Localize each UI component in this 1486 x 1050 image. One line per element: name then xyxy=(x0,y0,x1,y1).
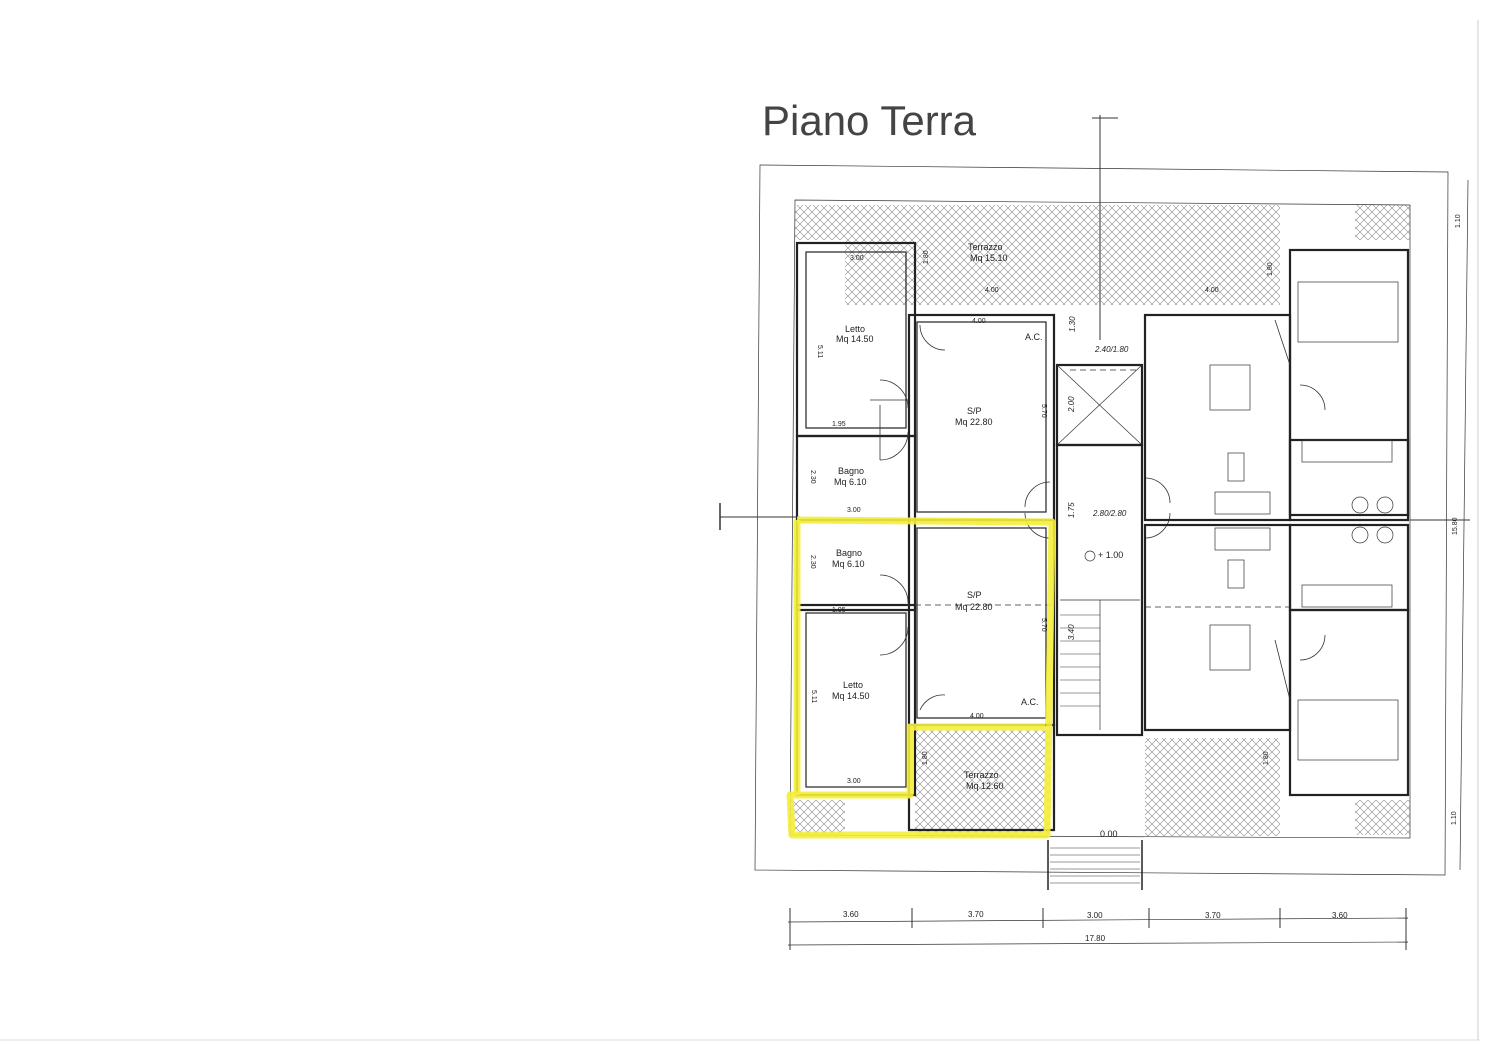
dim-180a: 1.80 xyxy=(923,250,930,264)
bottom-dim-2: 3.70 xyxy=(968,910,984,919)
hand-130: 1.30 xyxy=(1068,316,1077,332)
side-dim-top: 1.10 xyxy=(1455,214,1462,228)
room-sp-bottom-area: Mq 22.80 xyxy=(955,602,993,612)
room-bagno-bottom-name: Bagno xyxy=(836,548,862,558)
room-terrazzo-top-name: Terrazzo xyxy=(968,242,1003,252)
stair-core xyxy=(1047,363,1171,890)
terrace-left-strip xyxy=(795,205,845,240)
hand-240: 2.40/1.80 xyxy=(1094,345,1129,354)
dim-400b: 4.00 xyxy=(985,287,999,294)
room-terrazzo-bottom-area: Mq 12.60 xyxy=(966,781,1004,791)
room-bagno-bottom-area: Mq 6.10 xyxy=(832,559,865,569)
dim-195a: 1.95 xyxy=(832,421,846,428)
terrace-right-strip xyxy=(1355,205,1410,240)
dim-195b: 1.95 xyxy=(832,607,846,614)
terrace-bottom-left-hatch xyxy=(915,730,1050,835)
terrace-bl-strip xyxy=(790,800,845,835)
level-entry: 0.00 xyxy=(1100,829,1118,839)
highlight-unit xyxy=(786,516,1056,839)
hand-200: 2.00 xyxy=(1067,396,1076,413)
room-letto-top-name: Letto xyxy=(845,324,865,334)
right-apartments xyxy=(1143,248,1410,797)
room-letto-bottom-name: Letto xyxy=(843,680,863,690)
lot-boundary xyxy=(754,164,1449,876)
dim-300c: 3.00 xyxy=(847,778,861,785)
terrace-bottom-right-hatch xyxy=(1145,738,1280,836)
room-ac-top: A.C. xyxy=(1025,332,1043,342)
hand-340: 3.40 xyxy=(1067,624,1076,640)
dim-180c: 1.80 xyxy=(922,751,929,765)
room-bagno-top-area: Mq 6.10 xyxy=(834,477,867,487)
bottom-dim-3: 3.00 xyxy=(1087,911,1103,920)
room-letto-bottom-area: Mq 14.50 xyxy=(832,691,870,701)
room-bagno-top-name: Bagno xyxy=(838,466,864,476)
bottom-dim-5: 3.60 xyxy=(1332,911,1348,920)
side-dim-mid: 15.80 xyxy=(1452,517,1459,535)
dim-400a: 4.00 xyxy=(972,318,986,325)
dim-230a: 2.30 xyxy=(809,470,816,484)
dim-230b: 2.30 xyxy=(809,555,816,569)
level-mid: + 1.00 xyxy=(1098,550,1123,560)
side-dim-bottom: 1.10 xyxy=(1451,811,1458,825)
dim-400c: 4.00 xyxy=(1205,287,1219,294)
dim-570a: 5.70 xyxy=(1040,404,1047,418)
dim-511a: 5.11 xyxy=(816,345,823,358)
total-width: 17.80 xyxy=(1085,934,1106,943)
dim-511b: 5.11 xyxy=(810,690,817,703)
room-sp-bottom-name: S/P xyxy=(967,590,982,600)
dim-180b: 1.80 xyxy=(1267,262,1274,276)
dim-570b: 5.70 xyxy=(1040,618,1047,632)
bottom-dim-1: 3.60 xyxy=(843,910,859,919)
room-terrazzo-bottom-name: Terrazzo xyxy=(964,770,999,780)
terrace-top-hatch xyxy=(845,205,1280,305)
dim-300b: 3.00 xyxy=(847,507,861,514)
terrace-br-strip xyxy=(1355,800,1410,835)
plan-title: Piano Terra xyxy=(762,97,977,144)
room-terrazzo-top-area: Mq 15.10 xyxy=(970,253,1008,263)
dim-180d: 1.80 xyxy=(1263,751,1270,765)
room-ac-bottom: A.C. xyxy=(1021,697,1039,707)
room-sp-top-name: S/P xyxy=(967,406,982,416)
dim-300a: 3.00 xyxy=(850,255,864,262)
hand-280: 2.80/2.80 xyxy=(1092,509,1127,518)
room-sp-top-area: Mq 22.80 xyxy=(955,417,993,427)
bottom-dim-4: 3.70 xyxy=(1205,911,1221,920)
bottom-dimension-chain: 3.60 3.70 3.00 3.70 3.60 17.80 xyxy=(787,908,1409,950)
dim-400d: 4.00 xyxy=(970,713,984,720)
room-letto-top-area: Mq 14.50 xyxy=(836,334,874,344)
hand-175: 1.75 xyxy=(1067,502,1076,518)
